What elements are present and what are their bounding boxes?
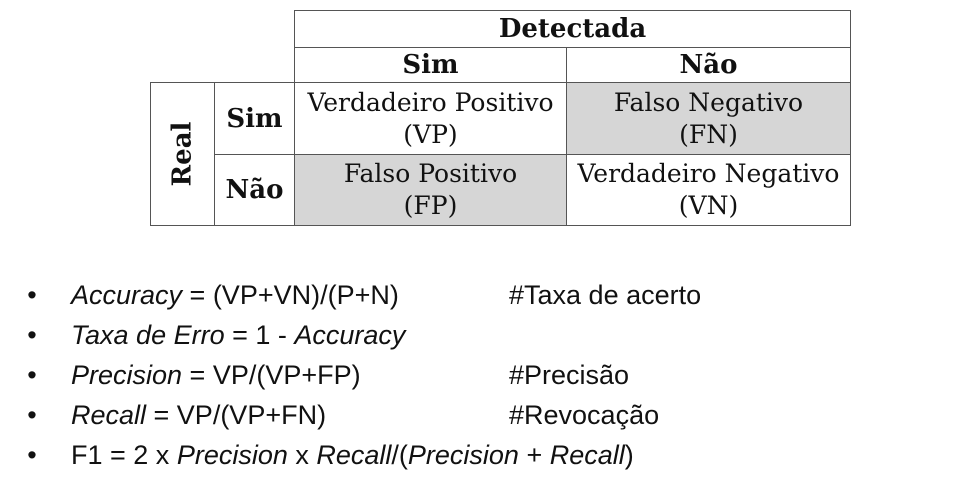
true-positive-cell: Verdadeiro Positivo (VP): [294, 82, 567, 155]
f1-lead: F1 = 2 x: [71, 440, 177, 470]
recall-term: Recall: [71, 400, 147, 430]
false-positive-abbr: (FP): [403, 191, 458, 220]
precision-term: Precision: [71, 360, 183, 390]
real-header: Real: [150, 82, 215, 226]
recall-formula: Recall = VP/(VP+FN): [71, 395, 326, 435]
bullet-icon: •: [27, 280, 37, 310]
f1-close: ): [624, 440, 634, 470]
f1-open: /(: [391, 440, 408, 470]
error-rate-formula: Taxa de Erro = 1 - Accuracy: [71, 315, 405, 355]
error-rate-term: Taxa de Erro: [71, 320, 225, 350]
bullet-icon: •: [27, 400, 37, 430]
precision-formula: Precision = VP/(VP+FP): [71, 355, 361, 395]
accuracy-term: Accuracy: [71, 280, 183, 310]
true-negative-abbr: (VN): [678, 191, 739, 220]
detected-header-label: Detectada: [498, 14, 647, 44]
true-positive-abbr: (VP): [403, 119, 458, 149]
bullet-icon: •: [27, 320, 37, 350]
col-header-nao-label: Não: [679, 50, 738, 80]
precision-comment: #Precisão: [509, 360, 630, 390]
false-negative-label: Falso Negativo: [613, 87, 804, 117]
col-header-nao: Não: [566, 47, 851, 83]
row-header-sim: Sim: [214, 82, 295, 155]
false-positive-label: Falso Positivo: [343, 159, 518, 188]
f1-plus: +: [518, 440, 550, 470]
row-header-nao-label: Não: [225, 175, 284, 205]
false-negative-cell: Falso Negativo (FN): [566, 82, 851, 155]
row-header-nao: Não: [214, 154, 295, 226]
f1-precision-term: Precision: [176, 440, 288, 470]
false-negative-abbr: (FN): [679, 119, 738, 149]
real-header-label: Real: [167, 121, 198, 187]
col-header-sim: Sim: [294, 47, 567, 83]
error-rate-accuracy-term: Accuracy: [294, 320, 406, 350]
bullet-icon: •: [27, 440, 37, 470]
f1-recall-term: Recall: [316, 440, 392, 470]
accuracy-expr: = (VP+VN)/(P+N): [182, 280, 399, 310]
f1-formula: F1 = 2 x Precision x Recall/(Precision +…: [71, 435, 634, 475]
col-header-sim-label: Sim: [402, 50, 459, 80]
true-negative-cell: Verdadeiro Negativo (VN): [566, 154, 851, 226]
true-positive-label: Verdadeiro Positivo: [307, 87, 554, 117]
detected-header: Detectada: [294, 10, 851, 48]
false-positive-cell: Falso Positivo (FP): [294, 154, 567, 226]
recall-expr: = VP/(VP+FN): [146, 400, 327, 430]
accuracy-formula: Accuracy = (VP+VN)/(P+N): [71, 275, 399, 315]
row-header-sim-label: Sim: [226, 103, 283, 134]
precision-expr: = VP/(VP+FP): [182, 360, 361, 390]
error-rate-expr: = 1 -: [224, 320, 295, 350]
bullet-icon: •: [27, 360, 37, 390]
f1-precision-term-2: Precision: [407, 440, 519, 470]
f1-recall-term-2: Recall: [549, 440, 625, 470]
accuracy-comment: #Taxa de acerto: [509, 280, 702, 310]
recall-comment: #Revocação: [509, 400, 660, 430]
f1-times: x: [287, 440, 317, 470]
true-negative-label: Verdadeiro Negativo: [577, 159, 840, 188]
